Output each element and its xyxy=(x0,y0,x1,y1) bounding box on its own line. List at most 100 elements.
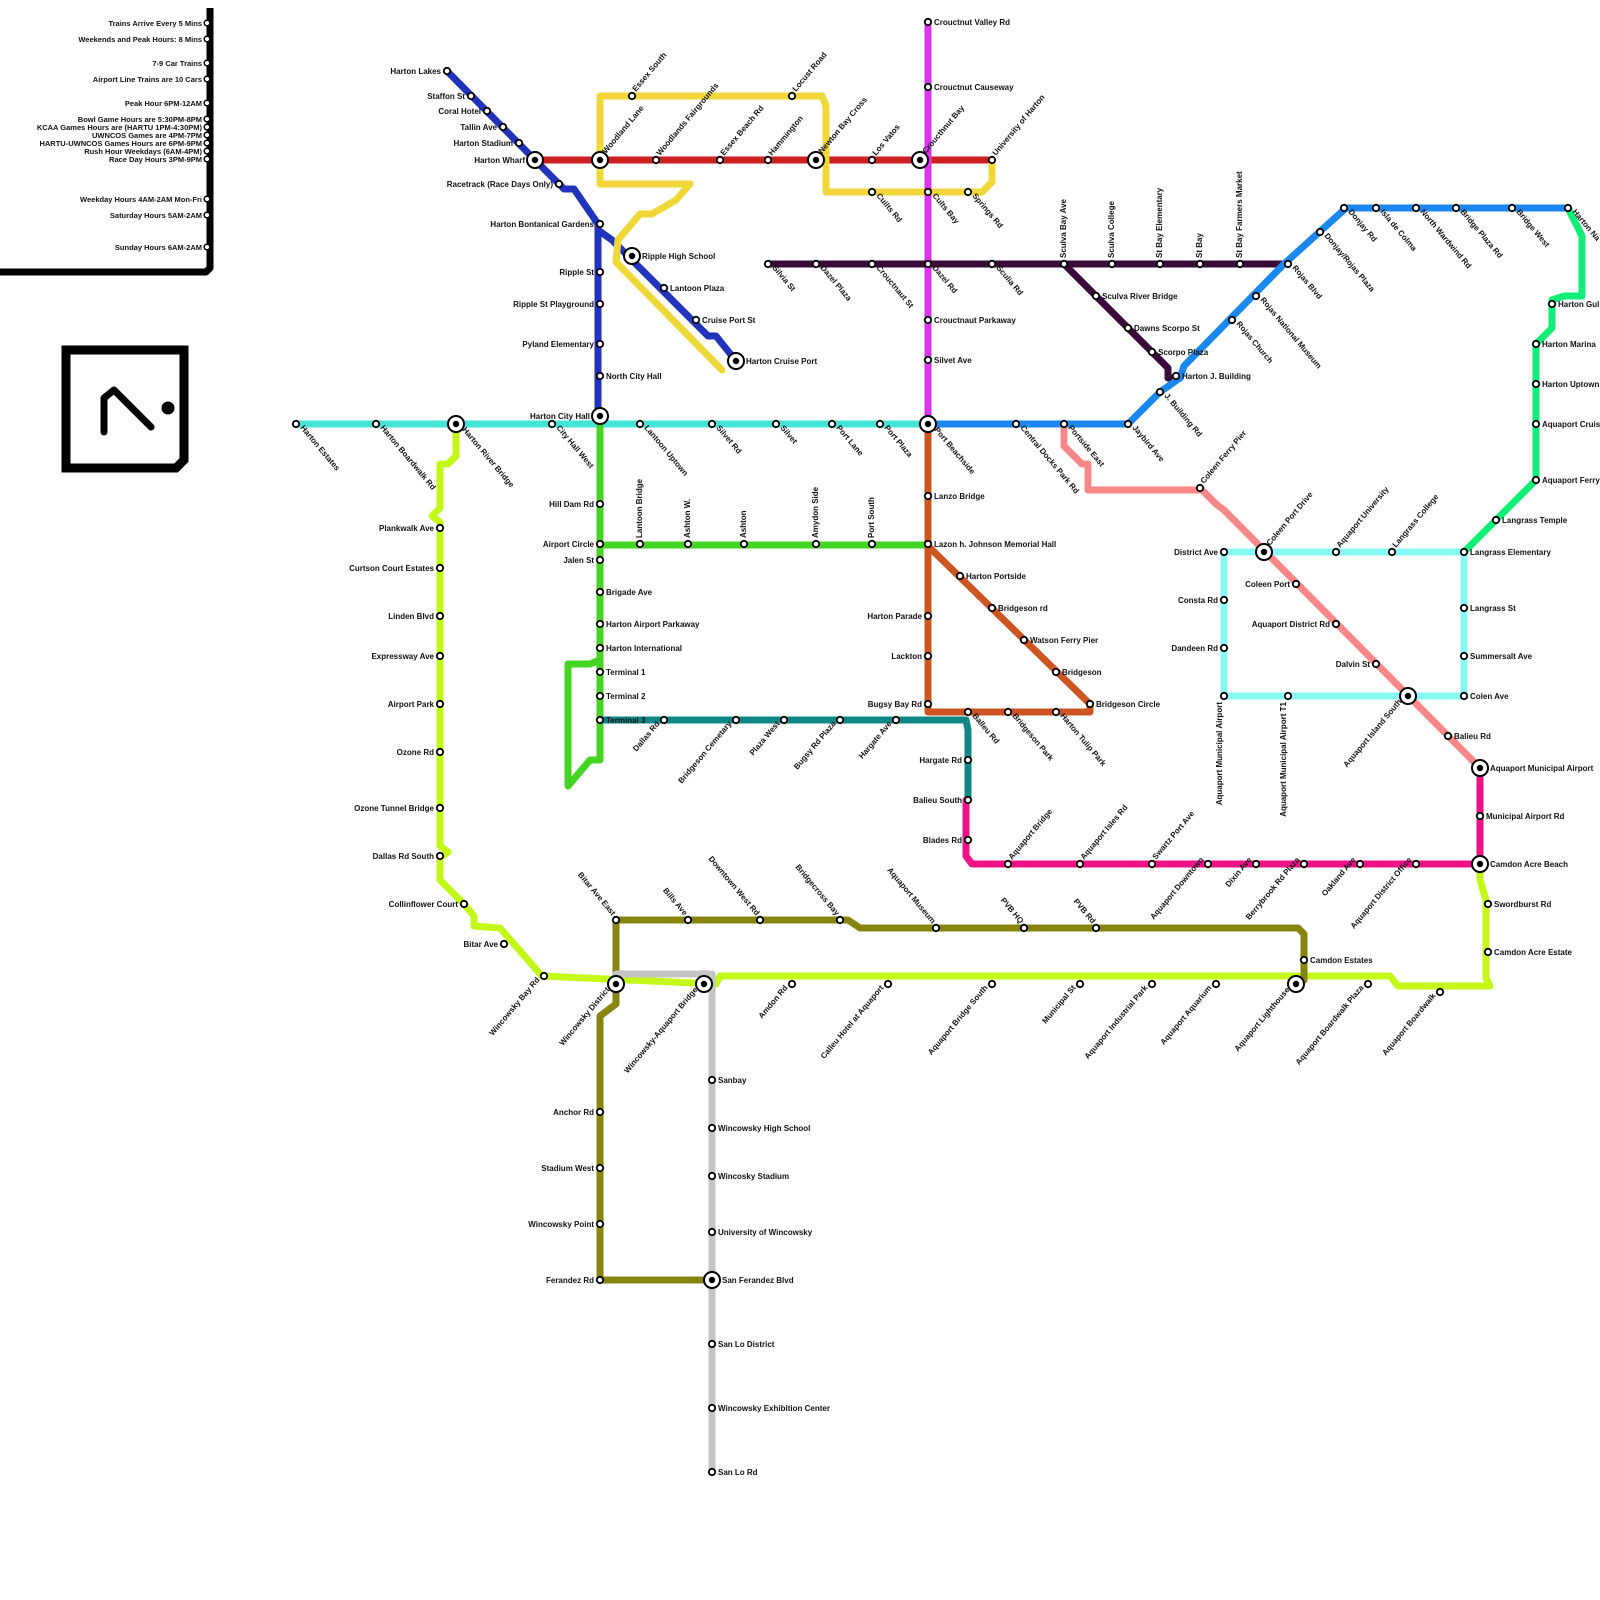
station-langrass-college[interactable]: Langrass College xyxy=(1389,492,1441,555)
station-ripple-st-playground[interactable]: Ripple St Playground xyxy=(513,300,603,309)
station-bugsy-bay-rd[interactable]: Bugsy Bay Rd xyxy=(868,700,931,709)
station-langrass-elementary[interactable]: Langrass Elementary xyxy=(1461,548,1552,557)
station-san-lo-rd[interactable]: San Lo Rd xyxy=(709,1468,758,1477)
station-hammington[interactable]: Hammington xyxy=(765,114,805,163)
station-ozone-rd[interactable]: Ozone Rd xyxy=(397,748,444,757)
station-swartz-port-ave[interactable]: Swartz Port Ave xyxy=(1149,809,1197,867)
station-harton-international[interactable]: Harton International xyxy=(597,644,682,653)
station-pyland-elementary[interactable]: Pyland Elementary xyxy=(522,340,603,349)
station-aquaport-island-south[interactable]: Aquaport Island South xyxy=(1341,688,1416,769)
station-aquaport-lighthouse[interactable]: Aquaport Lighthouse xyxy=(1233,976,1304,1053)
station-sculva-river-bridge[interactable]: Sculva River Bridge xyxy=(1093,292,1178,301)
station-amydon-side[interactable]: Amydon Side xyxy=(811,486,820,547)
station-swordburst-rd[interactable]: Swordburst Rd xyxy=(1485,900,1552,909)
station-linden-blvd[interactable]: Linden Blvd xyxy=(388,612,443,621)
station-aquaport-district-rd[interactable]: Aquaport District Rd xyxy=(1252,620,1339,629)
station-hill-dam-rd[interactable]: Hill Dam Rd xyxy=(549,500,603,509)
station-essex-south[interactable]: Essex South xyxy=(629,51,669,100)
station-san-lo-district[interactable]: San Lo District xyxy=(709,1340,775,1349)
station-aquaport-bridge[interactable]: Aquaport Bridge xyxy=(1005,807,1055,867)
station-aquaport-cruis[interactable]: Aquaport Cruis xyxy=(1533,420,1600,429)
station-wincowsky-point[interactable]: Wincowsky Point xyxy=(528,1220,603,1229)
station-st-bay-elementary[interactable]: St Bay Elementary xyxy=(1155,187,1164,267)
station-port-south[interactable]: Port South xyxy=(867,497,876,547)
station-ozone-tunnel-bridge[interactable]: Ozone Tunnel Bridge xyxy=(354,804,443,813)
station-aquaport-isles-rd[interactable]: Aquaport Isles Rd xyxy=(1077,803,1130,867)
station-harton-boardwalk-rd[interactable]: Harton Boardwalk Rd xyxy=(373,421,438,492)
station-harton-airport-parkaway[interactable]: Harton Airport Parkaway xyxy=(597,620,700,629)
station-scorpo-plaza[interactable]: Scorpo Plaza xyxy=(1149,348,1209,357)
station-balieu-south[interactable]: Balieu South xyxy=(913,796,971,805)
station-collinflower-court[interactable]: Collinflower Court xyxy=(389,900,468,909)
station-harton-parade[interactable]: Harton Parade xyxy=(867,612,931,621)
station-dallas-rd-south[interactable]: Dallas Rd South xyxy=(373,852,444,861)
station-wincosky-stadium[interactable]: Wincosky Stadium xyxy=(709,1172,789,1181)
station-university-of-wincowsky[interactable]: University of Wincowsky xyxy=(709,1228,813,1237)
station-wincowsky-district[interactable]: Wincowsky District xyxy=(558,976,624,1047)
station-hargate-rd[interactable]: Hargate Rd xyxy=(919,756,971,765)
station-ripple-high-school[interactable]: Ripple High School xyxy=(624,248,715,264)
station-amdon-rd[interactable]: Amdon Rd xyxy=(757,981,796,1020)
station-camdon-acre-estate[interactable]: Camdon Acre Estate xyxy=(1485,948,1573,957)
station-sculva-bay-ave[interactable]: Sculva Bay Ave xyxy=(1059,198,1068,267)
station-airport-circle[interactable]: Airport Circle xyxy=(543,540,603,549)
station-brigade-ave[interactable]: Brigade Ave xyxy=(597,588,653,597)
station-crouctnaut-parkaway[interactable]: Crouctnaut Parkaway xyxy=(925,316,1017,325)
station-plankwalk-ave[interactable]: Plankwalk Ave xyxy=(379,524,443,533)
station-sculva-college[interactable]: Sculva College xyxy=(1107,201,1116,268)
station-lanzo-bridge[interactable]: Lanzo Bridge xyxy=(925,492,985,501)
station-bridgeson-rd[interactable]: Bridgeson rd xyxy=(989,604,1048,613)
station-san-ferandez-blvd[interactable]: San Ferandez Blvd xyxy=(704,1272,794,1288)
station-aquaport-boardwalk-plaza[interactable]: Aquaport Boardwalk Plaza xyxy=(1294,981,1371,1067)
station-harton-cruise-port[interactable]: Harton Cruise Port xyxy=(728,353,817,369)
station-harton-marina[interactable]: Harton Marina xyxy=(1533,340,1597,349)
station-aquaport-municipal-airport[interactable]: Aquaport Municipal Airport xyxy=(1215,693,1227,805)
station-j-building-rd[interactable]: J. Building Rd xyxy=(1157,389,1204,439)
station-racetrack-race-days-only[interactable]: Racetrack (Race Days Only) xyxy=(447,180,562,189)
station-expressway-ave[interactable]: Expressway Ave xyxy=(371,652,443,661)
station-terminal-2[interactable]: Terminal 2 xyxy=(597,692,646,701)
station-aquaport-municipal-airport-t1[interactable]: Aquaport Municipal Airport T1 xyxy=(1279,693,1291,817)
station-downtown-west-rd[interactable]: Downtown West Rd xyxy=(707,854,764,923)
station-ashton-w[interactable]: Ashton W. xyxy=(683,499,692,547)
station-harton-j-building[interactable]: Harton J. Building xyxy=(1173,372,1251,381)
station-ferandez-rd[interactable]: Ferandez Rd xyxy=(546,1276,603,1285)
station-summersalt-ave[interactable]: Summersalt Ave xyxy=(1461,652,1533,661)
station-harton-estates[interactable]: Harton Estates xyxy=(293,421,342,473)
station-wincowsky-exhibition-center[interactable]: Wincowsky Exhibition Center xyxy=(709,1404,830,1413)
station-bugsy-rd-plaza[interactable]: Bugsy Rd Plaza xyxy=(792,717,843,771)
station-harton-wharf[interactable]: Harton Wharf xyxy=(474,152,543,168)
station-lazon-h-johnson-memorial-hall[interactable]: Lazon h. Johnson Memorial Hall xyxy=(925,540,1056,549)
station-dandeen-rd[interactable]: Dandeen Rd xyxy=(1171,644,1227,653)
station-silvet-ave[interactable]: Silvet Ave xyxy=(925,356,972,365)
station-isla-de-colma[interactable]: Isla de Colma xyxy=(1373,205,1419,253)
station-terminal-1[interactable]: Terminal 1 xyxy=(597,668,646,677)
station-anchor-rd[interactable]: Anchor Rd xyxy=(553,1108,603,1117)
station-crouctnut-causeway[interactable]: Crouctnut Causeway xyxy=(925,83,1014,92)
station-locust-road[interactable]: Locust Road xyxy=(789,50,829,99)
station-aquaport-aquarium[interactable]: Aquaport Aquarium xyxy=(1159,981,1220,1047)
station-district-ave[interactable]: District Ave xyxy=(1174,548,1227,557)
station-aquaport-bridge-south[interactable]: Aquaport Bridge South xyxy=(926,981,995,1057)
station-aquaport-museum[interactable]: Aquaport Museum xyxy=(885,866,939,932)
station-consta-rd[interactable]: Consta Rd xyxy=(1178,596,1227,605)
station-colen-ave[interactable]: Colen Ave xyxy=(1461,692,1509,701)
station-airport-park[interactable]: Airport Park xyxy=(388,700,443,709)
station-crouctnaut-st[interactable]: Crouctnaut St xyxy=(869,261,916,310)
station-wincowsky-aquaport-bridge[interactable]: Wincowsky-Aquaport Bridge xyxy=(622,976,712,1075)
station-municipal-st[interactable]: Municipal St xyxy=(1040,981,1083,1026)
station-harton-bontanical-gardens[interactable]: Harton Bontanical Gardens xyxy=(490,220,603,229)
station-camdon-estates[interactable]: Camdon Estates xyxy=(1301,956,1373,965)
station-langrass-temple[interactable]: Langrass Temple xyxy=(1493,516,1568,525)
station-aquaport-university[interactable]: Aquaport University xyxy=(1333,485,1391,556)
station-bridgecross-bay[interactable]: Bridgecross Bay xyxy=(794,863,844,923)
station-harton-stadium[interactable]: Harton Stadium xyxy=(453,139,522,148)
station-bridgeson-park[interactable]: Bridgeson Park xyxy=(1005,709,1056,763)
station-stadium-west[interactable]: Stadium West xyxy=(541,1164,603,1173)
station-calleu-hotel-at-aquaport[interactable]: Calleu Hotel at Aquaport xyxy=(819,981,891,1061)
station-municipal-airport-rd[interactable]: Municipal Airport Rd xyxy=(1477,812,1565,821)
station-north-city-hall[interactable]: North City Hall xyxy=(597,372,662,381)
station-dixin-ave[interactable]: Dixin Ave xyxy=(1224,855,1260,889)
station-aquaport-municipal-airport[interactable]: Aquaport Municipal Airport xyxy=(1472,760,1594,776)
station-bitar-ave[interactable]: Bitar Ave xyxy=(463,940,507,949)
